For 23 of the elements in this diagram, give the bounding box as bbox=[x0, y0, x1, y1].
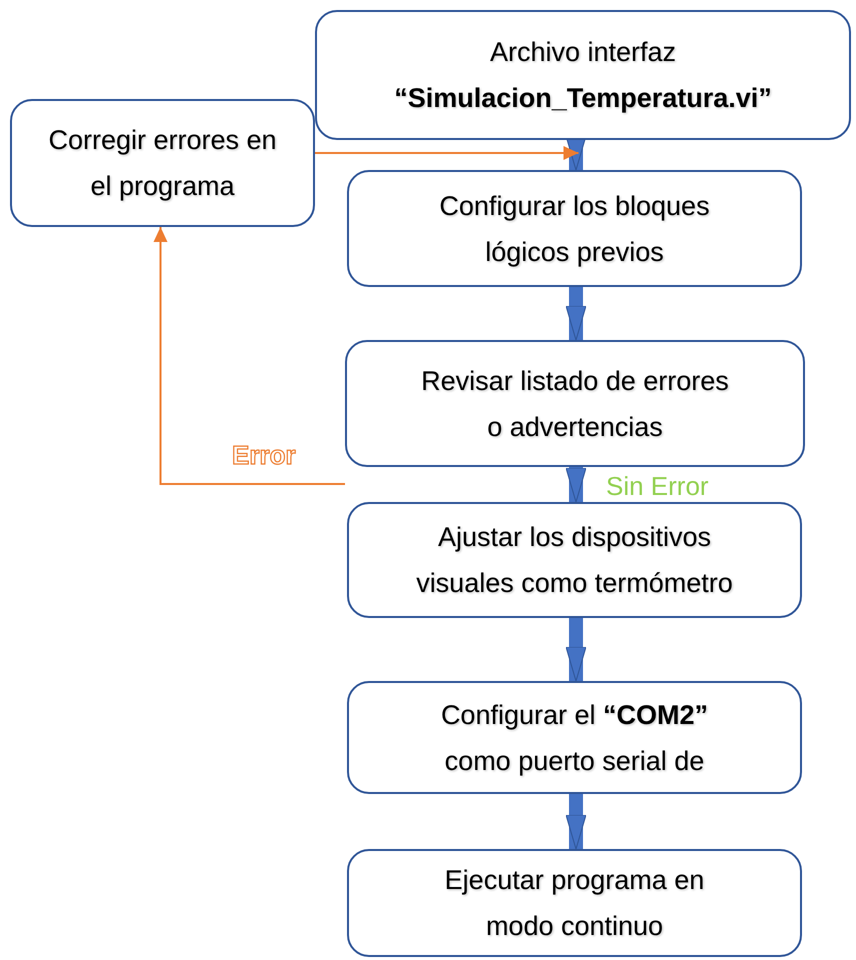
box-text: Corregir errores en el programa bbox=[47, 124, 278, 203]
process-box bbox=[347, 681, 802, 794]
process-box bbox=[345, 340, 805, 467]
process-box bbox=[315, 10, 851, 140]
process-box bbox=[10, 99, 315, 227]
edge-label: Sin Error bbox=[606, 471, 709, 502]
box-text: Configurar los bloques lógicos previos bbox=[438, 190, 711, 269]
connector-arrow bbox=[154, 227, 345, 485]
box-text: Archivo interfaz bbox=[490, 36, 676, 69]
process-box bbox=[347, 170, 802, 287]
box-text: Ejecutar programa en modo continuo bbox=[444, 864, 706, 943]
block-arrow bbox=[566, 467, 586, 502]
block-arrow bbox=[566, 287, 586, 340]
process-box bbox=[347, 849, 802, 957]
box-text: Ajustar los dispositivos visuales como termómetro bbox=[415, 521, 734, 600]
box-text: Configurar el “COM2” como puerto serial de bbox=[440, 698, 710, 778]
process-box bbox=[347, 502, 802, 618]
box-text: Revisar listado de errores o advertencias bbox=[420, 364, 730, 444]
block-arrow bbox=[566, 618, 586, 682]
connector-arrow bbox=[315, 146, 578, 160]
block-arrow bbox=[566, 794, 586, 850]
box-text: “Simulacion_Temperatura.vi” bbox=[394, 82, 772, 115]
edge-label: Error bbox=[232, 440, 296, 471]
